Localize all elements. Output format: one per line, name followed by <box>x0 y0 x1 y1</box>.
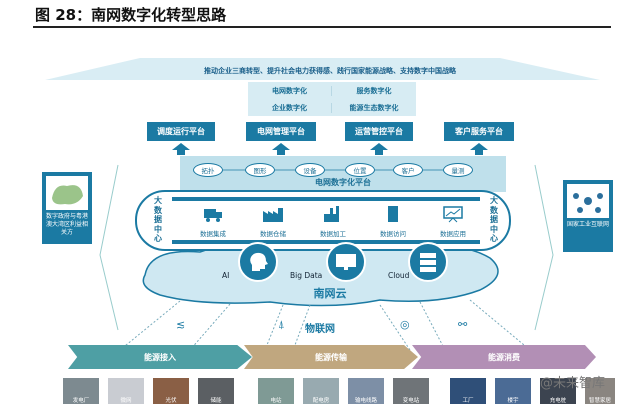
step-integration: 数据集成 <box>200 230 226 238</box>
right-industrial-box: 国家工业互联网 <box>563 180 613 252</box>
csg-cloud-title: 南网云 <box>313 287 347 300</box>
cloud-label: Cloud <box>388 271 410 280</box>
up-arrow-icon <box>172 143 190 155</box>
roof-shape <box>45 58 600 80</box>
photo-charging: 充电桩 <box>540 378 576 404</box>
up-arrow-icon <box>370 143 388 155</box>
photo-building: 楼宇 <box>495 378 531 404</box>
photo-distribution-room: 配电房 <box>303 378 339 404</box>
cycle-icon: ◎ <box>400 318 410 331</box>
oval-location: 位置 <box>345 163 375 177</box>
platform-operations: 运营管控平台 <box>345 122 413 141</box>
top-bar <box>172 197 480 201</box>
grid-item: 电网数字化 <box>248 85 332 96</box>
digital-platform-title: 电网数字化平台 <box>315 178 371 187</box>
factory-icon <box>324 206 339 222</box>
stage-energy-transmission: 能源传输 <box>244 345 418 369</box>
truck-icon <box>204 209 222 222</box>
data-center-label-right: 大数据中心 <box>490 196 498 243</box>
iot-title: 物联网 <box>305 324 335 335</box>
platform-grid-management: 电网管理平台 <box>246 122 316 141</box>
photo-smart-home: 智慧家居 <box>585 378 615 404</box>
photo-transmission-line: 输电线路 <box>348 378 384 404</box>
network-icon <box>573 193 603 213</box>
oval-equipment: 设备 <box>295 163 325 177</box>
platform-customer: 客户服务平台 <box>444 122 514 141</box>
left-box-text: 数字政府与粤港澳大湾区利益相关方 <box>45 213 88 236</box>
iot-links <box>119 299 531 351</box>
oval-measurement: 量测 <box>443 163 473 177</box>
right-box-text: 国家工业互联网 <box>566 221 609 228</box>
link-nodes-icon: ⚯ <box>458 318 468 331</box>
photo-substation: 变电站 <box>393 378 429 404</box>
grid-item: 服务数字化 <box>356 86 392 95</box>
grid-item: 能源生态数字化 <box>349 103 399 112</box>
grid-item: 企业数字化 <box>248 102 332 113</box>
left-stakeholder-box: 数字政府与粤港澳大湾区利益相关方 <box>42 172 92 244</box>
antenna-icon: ⍋ <box>278 318 285 331</box>
step-processing: 数据加工 <box>320 230 346 238</box>
chart-board-icon <box>443 206 463 223</box>
title-rule <box>33 26 611 28</box>
monitor-chart-icon <box>326 242 366 282</box>
map-icon <box>52 185 83 205</box>
step-application: 数据应用 <box>440 230 466 238</box>
right-chevron-line <box>534 164 554 331</box>
photo-station: 电站 <box>258 378 294 404</box>
photo-microgrid: 微网 <box>108 378 144 404</box>
digitalization-grid: 电网数字化 服务数字化 企业数字化 能源生态数字化 <box>248 82 416 116</box>
oval-topology: 拓扑 <box>193 163 223 177</box>
step-access: 数据访问 <box>380 230 406 238</box>
platform-dispatch: 调度运行平台 <box>147 122 215 141</box>
map-image <box>46 176 88 210</box>
strategy-banner: 推动企业三商转型、提升社会电力获得感、践行国家能源战略、支持数字中国战略 <box>204 67 456 75</box>
watermark: @未来智库 <box>540 376 606 391</box>
stage-energy-access: 能源接入 <box>68 345 252 369</box>
bigdata-label: Big Data <box>290 271 323 280</box>
left-chevron-line <box>99 164 119 331</box>
ai-head-icon <box>238 242 278 282</box>
ai-label: AI <box>222 271 230 280</box>
oval-graphics: 图形 <box>245 163 275 177</box>
figure-title: 图 28：南网数字化转型思路 <box>35 6 227 24</box>
server-tower-icon <box>388 206 398 222</box>
oval-customer: 客户 <box>393 163 423 177</box>
network-image <box>567 184 609 218</box>
bottom-bar <box>172 240 480 244</box>
up-arrow-icon <box>272 143 290 155</box>
photo-solar: 光伏 <box>153 378 189 404</box>
energy-flow-icon: ≲ <box>176 318 186 331</box>
stage-energy-consumption: 能源消费 <box>412 345 596 369</box>
up-arrow-icon <box>470 143 488 155</box>
warehouse-icon <box>263 208 283 222</box>
photo-factory: 工厂 <box>450 378 486 404</box>
photo-storage: 储能 <box>198 378 234 404</box>
data-center-label-left: 大数据中心 <box>154 196 162 243</box>
photo-power-plant: 发电厂 <box>63 378 99 404</box>
step-storage: 数据仓储 <box>260 230 286 238</box>
server-stack-icon <box>408 242 448 282</box>
